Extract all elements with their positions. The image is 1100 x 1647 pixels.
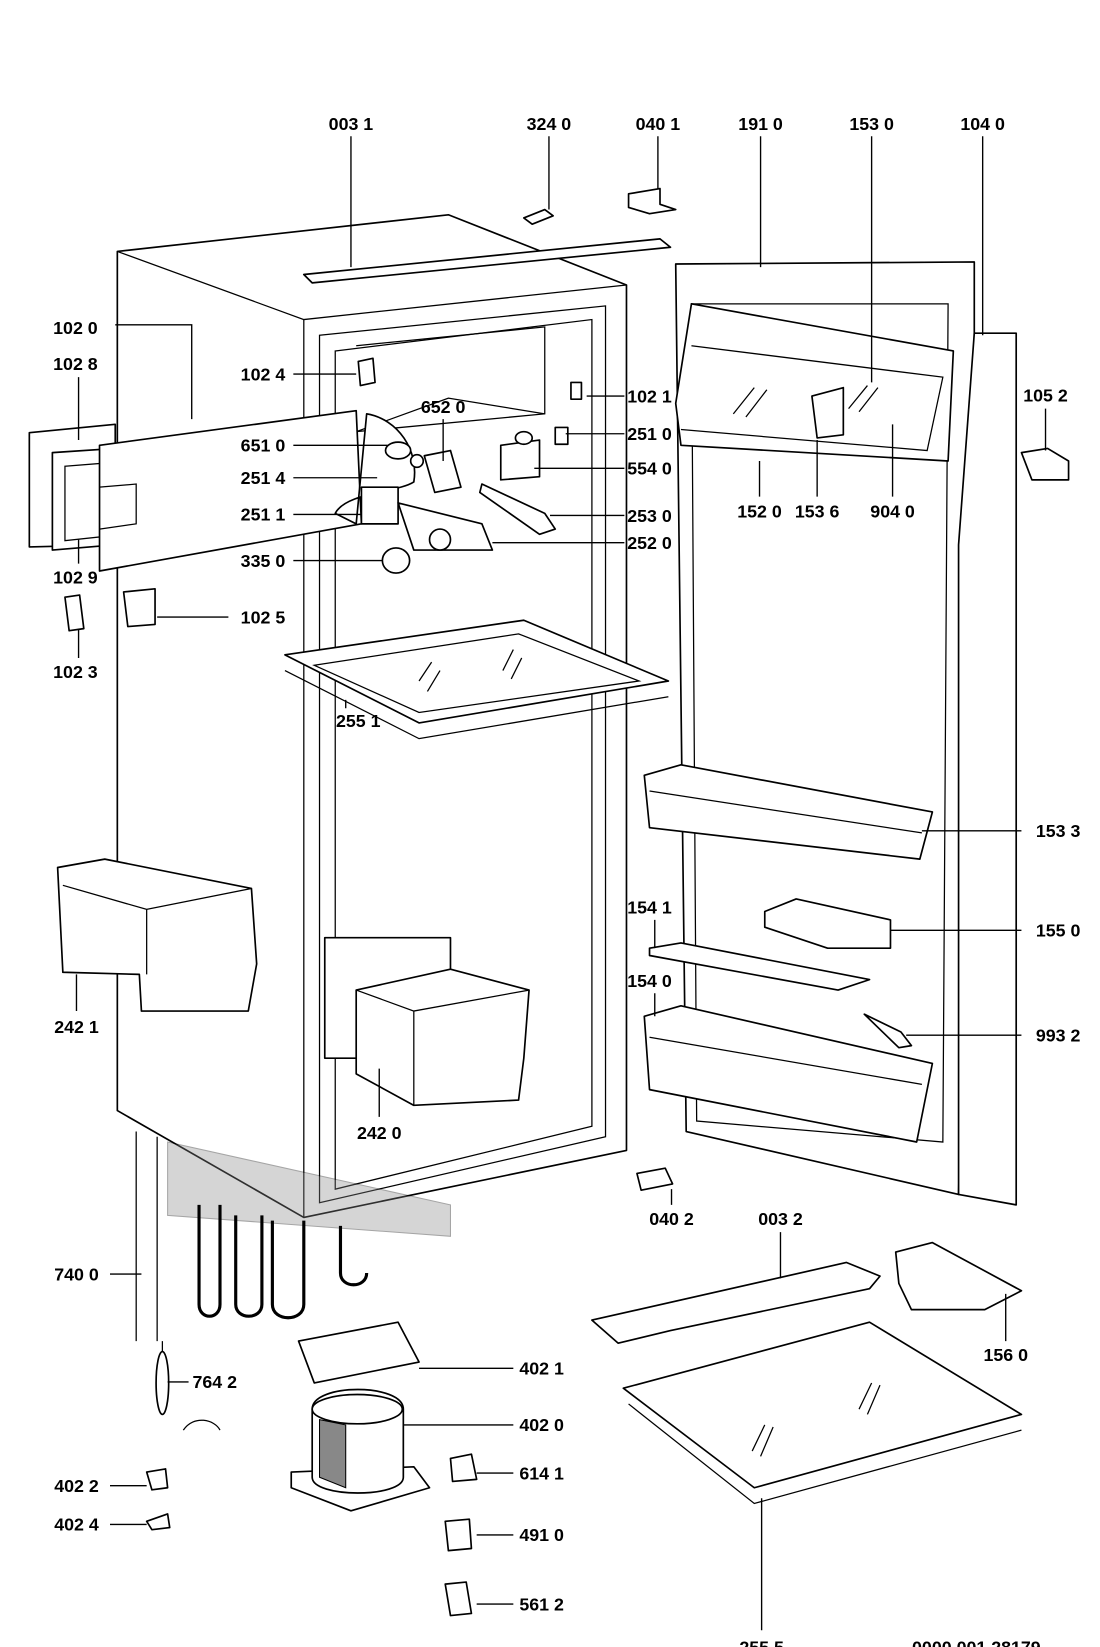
label-1550: 155 0: [1036, 921, 1081, 941]
part-4024: [145, 1513, 171, 1531]
label-4022: 402 2: [54, 1476, 99, 1496]
label-4024: 402 4: [54, 1515, 99, 1535]
label-1541: 154 1: [627, 898, 672, 918]
label-1520: 152 0: [737, 502, 782, 522]
label-1024: 102 4: [241, 364, 286, 384]
label-6520: 652 0: [421, 397, 466, 417]
part-6141: [449, 1453, 478, 1483]
label-2421: 242 1: [54, 1017, 99, 1037]
label-1560: 156 0: [983, 1345, 1028, 1365]
compressor-4020: [290, 1388, 431, 1512]
ice-tray-1560: [894, 1241, 1023, 1311]
plate-0032: [591, 1261, 881, 1345]
label-2530: 253 0: [627, 506, 672, 526]
part-1023: [64, 594, 85, 632]
label-1023: 102 3: [53, 662, 98, 682]
label-3350: 335 0: [241, 551, 286, 571]
label-9932: 993 2: [1036, 1025, 1081, 1045]
label-2510: 251 0: [627, 424, 672, 444]
label-1530: 153 0: [849, 114, 894, 134]
leader-lines: [75, 136, 1047, 1631]
part-labels: 003 1 324 0 040 1 191 0 153 0 104 0 102 …: [53, 114, 1080, 1647]
condenser-7400: [135, 1131, 451, 1431]
label-5612: 561 2: [519, 1594, 564, 1614]
label-1020: 102 0: [53, 318, 98, 338]
label-7642: 764 2: [192, 1372, 237, 1392]
label-1021: 102 1: [627, 386, 672, 406]
label-0401: 040 1: [636, 114, 681, 134]
door-shelf-1533: [643, 763, 934, 860]
egg-tray-1550: [763, 898, 892, 950]
part-9932: [863, 1013, 913, 1049]
label-1540: 154 0: [627, 971, 672, 991]
glass-shelf-2555: [622, 1321, 1023, 1505]
label-1533: 153 3: [1036, 821, 1081, 841]
label-0031: 003 1: [329, 114, 374, 134]
label-0402: 040 2: [649, 1209, 694, 1229]
label-2511: 251 1: [241, 505, 286, 525]
label-1536: 153 6: [795, 502, 840, 522]
part-0401: [627, 187, 677, 215]
label-4021: 402 1: [519, 1359, 564, 1379]
label-2420: 242 0: [357, 1123, 402, 1143]
door-shelf-1540: [643, 1004, 934, 1143]
label-5540: 554 0: [627, 459, 672, 479]
label-4020: 402 0: [519, 1415, 564, 1435]
part-4022: [145, 1468, 169, 1491]
document-code: 0000 001 28179: [912, 1637, 1041, 1647]
label-7400: 740 0: [54, 1264, 99, 1284]
label-6510: 651 0: [241, 436, 286, 456]
hinge-1052: [1020, 447, 1070, 481]
label-1029: 102 9: [53, 568, 98, 588]
door: [674, 261, 1018, 1206]
label-1910: 191 0: [738, 114, 783, 134]
control-unit: [334, 357, 583, 574]
label-1040: 104 0: [960, 114, 1005, 134]
freezer-flap-1020: [28, 409, 363, 572]
rail-1541: [648, 942, 871, 991]
part-5612: [444, 1581, 473, 1617]
part-3240: [522, 208, 554, 226]
label-3240: 324 0: [527, 114, 572, 134]
part-4910: [444, 1518, 473, 1552]
crisper-2420: [323, 936, 530, 1107]
glass-shelf-2551: [284, 619, 670, 740]
label-9040: 904 0: [870, 502, 915, 522]
crisper-2421: [56, 858, 258, 1012]
part-0402: [636, 1167, 674, 1192]
label-1052: 105 2: [1023, 385, 1068, 405]
part-1025: [122, 587, 156, 628]
compressor-tray-4021: [297, 1321, 420, 1384]
label-2520: 252 0: [627, 533, 672, 553]
label-6141: 614 1: [519, 1463, 564, 1483]
top-strip-0031: [302, 238, 672, 284]
label-0032: 003 2: [758, 1209, 803, 1229]
label-4910: 491 0: [519, 1525, 564, 1545]
label-2514: 251 4: [241, 468, 286, 488]
label-2551: 255 1: [336, 711, 381, 731]
label-1025: 102 5: [241, 607, 286, 627]
label-2555: 255 5: [739, 1637, 784, 1647]
label-1028: 102 8: [53, 354, 98, 374]
